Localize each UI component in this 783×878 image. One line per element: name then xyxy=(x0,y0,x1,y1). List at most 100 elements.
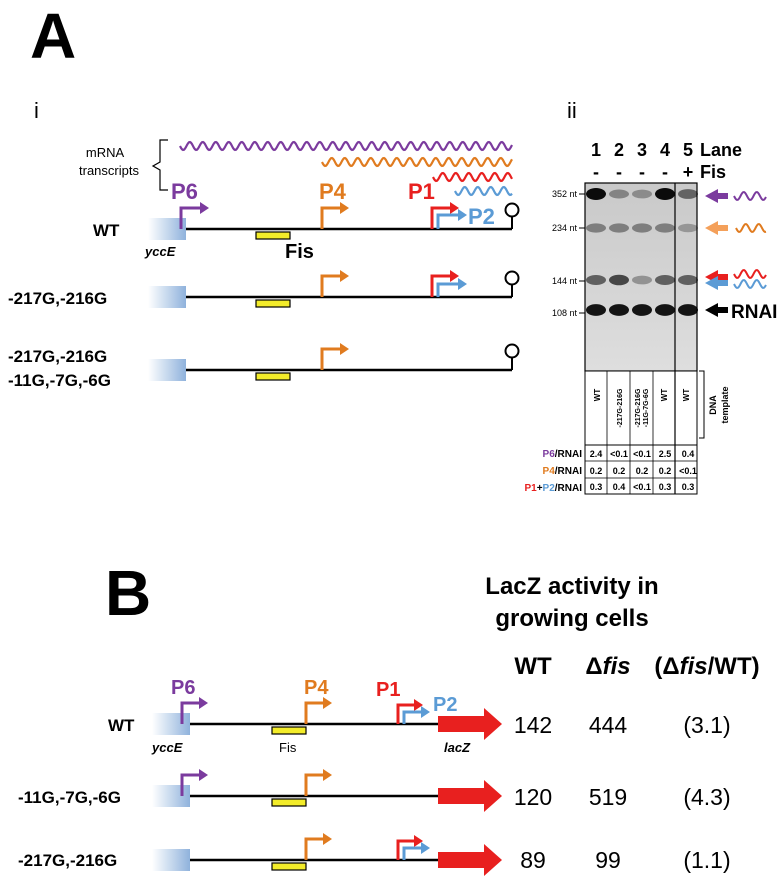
value-217g-ratio: (1.1) xyxy=(683,847,730,873)
fis-row-label: Fis xyxy=(700,162,726,182)
band-arrows xyxy=(705,189,728,317)
promoter-p2-arrow xyxy=(436,282,458,297)
template-table: WT -217G-216G -217G-216G -11G-7G-6G WT W… xyxy=(584,370,730,446)
lacz-construct-wt: P6 P4 P1 P2 yccE Fis lacZ WT 142 444 (3.… xyxy=(108,677,731,755)
panel-a-sub-ii: ii xyxy=(567,98,577,123)
label-p6: P6 xyxy=(171,179,198,204)
ratio-cell: <0.1 xyxy=(633,449,651,459)
fis-site xyxy=(255,299,291,308)
ratio-cell: 0.3 xyxy=(659,482,672,492)
construct-name-line2: -11G,-7G,-6G xyxy=(8,371,111,390)
fis-site xyxy=(271,862,307,871)
promoter-p4-arrowhead xyxy=(340,202,349,214)
promoter-p4-arrowhead xyxy=(340,270,349,282)
gel-band xyxy=(586,223,606,233)
label-yccE: yccE xyxy=(144,244,176,259)
size-marker-label: 234 nt xyxy=(552,223,578,233)
promoter-p2-arrowhead xyxy=(458,209,467,221)
squiggle-p4 xyxy=(735,222,767,234)
lane-number: 1 xyxy=(591,140,601,160)
promoter-p2-arrow xyxy=(436,213,458,229)
promoter-p1-arrow xyxy=(396,839,414,860)
ratio-cell: 0.2 xyxy=(613,466,626,476)
squiggle-p1 xyxy=(733,268,767,280)
promoter-p1-arrowhead xyxy=(450,270,459,282)
gel-band xyxy=(586,304,606,316)
fis-site xyxy=(255,372,291,381)
lacz-construct-11g-7g-6g: -11G,-7G,-6G 120 519 (4.3) xyxy=(18,769,731,812)
squiggle-p2 xyxy=(733,278,767,290)
arrow-p6 xyxy=(705,189,728,203)
promoter-p6-arrowhead xyxy=(199,697,208,709)
ratio-cell: 2.4 xyxy=(590,449,603,459)
promoter-p6-arrow xyxy=(180,773,199,796)
ratio-cell: 2.5 xyxy=(659,449,672,459)
ratio-row-p6: P6/RNAI xyxy=(543,449,583,460)
gel-band xyxy=(655,275,675,285)
label-lacz: lacZ xyxy=(444,740,471,755)
template-lane2: -217G-216G xyxy=(617,388,624,427)
lane-number: 5 xyxy=(683,140,693,160)
gel-band xyxy=(586,275,606,285)
transcript-p1 xyxy=(432,171,513,183)
size-marker-label: 352 nt xyxy=(552,189,578,199)
ratio-cell: 0.2 xyxy=(590,466,603,476)
lacz-title-line1: LacZ activity in xyxy=(485,573,658,600)
lane-number: 2 xyxy=(614,140,624,160)
yccE-box xyxy=(152,713,190,735)
panel-a-label: A xyxy=(30,0,76,72)
construct-name-wt: WT xyxy=(93,221,120,240)
construct-name-line1: -217G,-216G xyxy=(8,347,107,366)
promoter-p2-arrowhead xyxy=(421,706,430,718)
col-header-dfis: Δfis xyxy=(585,653,630,680)
promoter-p6-arrow xyxy=(180,701,199,724)
value-217g-wt: 89 xyxy=(520,847,546,873)
lacz-arrow xyxy=(438,844,502,876)
promoter-p2-arrow xyxy=(402,710,421,724)
promoter-p4-arrowhead xyxy=(340,343,349,355)
size-marker-label: 108 nt xyxy=(552,308,578,318)
promoter-p4-arrow xyxy=(304,773,323,796)
label-p2: P2 xyxy=(468,204,495,229)
lane-number: 4 xyxy=(660,140,670,160)
construct-name-217g-216g: -217G,-216G xyxy=(8,289,107,308)
fis-sign: - xyxy=(662,162,668,182)
lacz-construct-217g-216g: -217G,-216G 89 99 (1.1) xyxy=(18,833,731,876)
promoter-p4-arrowhead xyxy=(323,833,332,845)
gel-band xyxy=(655,223,675,233)
panel-b-label: B xyxy=(105,557,151,629)
transcripts-label: transcripts xyxy=(79,163,139,178)
terminator-icon xyxy=(504,343,520,370)
promoter-p4-arrowhead xyxy=(323,697,332,709)
ratio-cell: 0.4 xyxy=(682,449,695,459)
value-11g-ratio: (4.3) xyxy=(683,784,730,810)
construct-double-mutant: -217G,-216G -11G,-7G,-6G xyxy=(8,343,520,390)
fis-site xyxy=(255,231,291,240)
size-marker-label: 144 nt xyxy=(552,276,578,286)
fis-site xyxy=(271,798,307,807)
label-fis: Fis xyxy=(285,241,314,263)
construct-217g-216g: -217G,-216G xyxy=(8,270,520,308)
label-fis: Fis xyxy=(279,740,297,755)
template-lane3a: -217G-216G xyxy=(635,388,642,427)
col-header-ratio: (Δfis/WT) xyxy=(654,653,759,680)
ratio-cell: 0.2 xyxy=(636,466,649,476)
promoter-p1-arrowhead xyxy=(414,699,423,711)
gel-band xyxy=(632,304,652,316)
template-word: template xyxy=(720,386,730,423)
gel-band xyxy=(632,223,652,233)
promoter-p2-arrowhead xyxy=(458,278,467,290)
panel-a-sub-i: i xyxy=(34,98,39,123)
size-markers: 352 nt 234 nt 144 nt 108 nt xyxy=(552,189,585,318)
promoter-p1-arrow xyxy=(430,274,450,297)
label-p6: P6 xyxy=(171,677,195,699)
promoter-p4-arrow xyxy=(320,347,340,370)
gel-band xyxy=(632,189,652,199)
row-name-11g-7g-6g: -11G,-7G,-6G xyxy=(18,788,121,807)
value-wt-ratio: (3.1) xyxy=(683,712,730,738)
promoter-p4-arrow xyxy=(304,837,323,860)
ratio-cell: <0.1 xyxy=(679,466,697,476)
gel-band xyxy=(655,188,675,200)
